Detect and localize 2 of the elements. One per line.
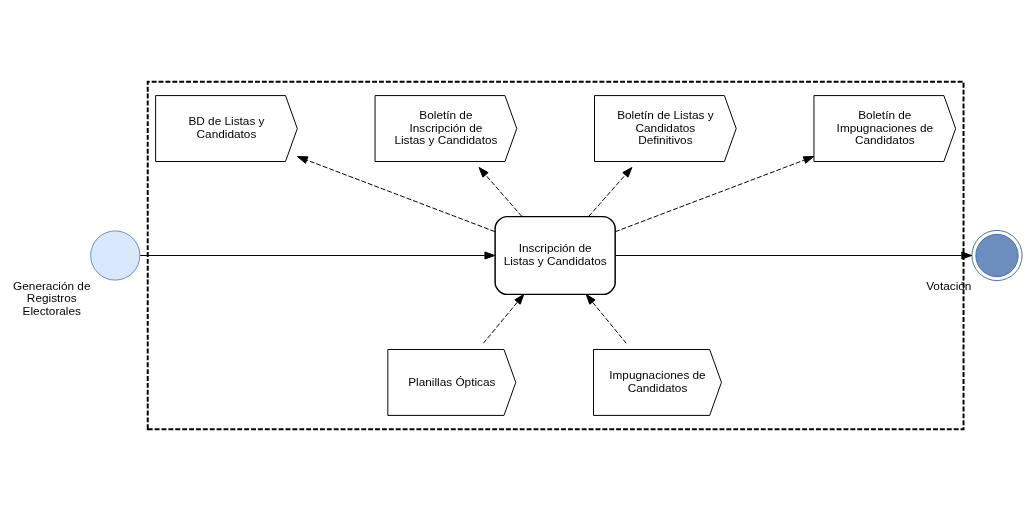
node-label: Votación <box>926 278 972 293</box>
node-label: Generación de Registros Electorales <box>13 278 91 318</box>
